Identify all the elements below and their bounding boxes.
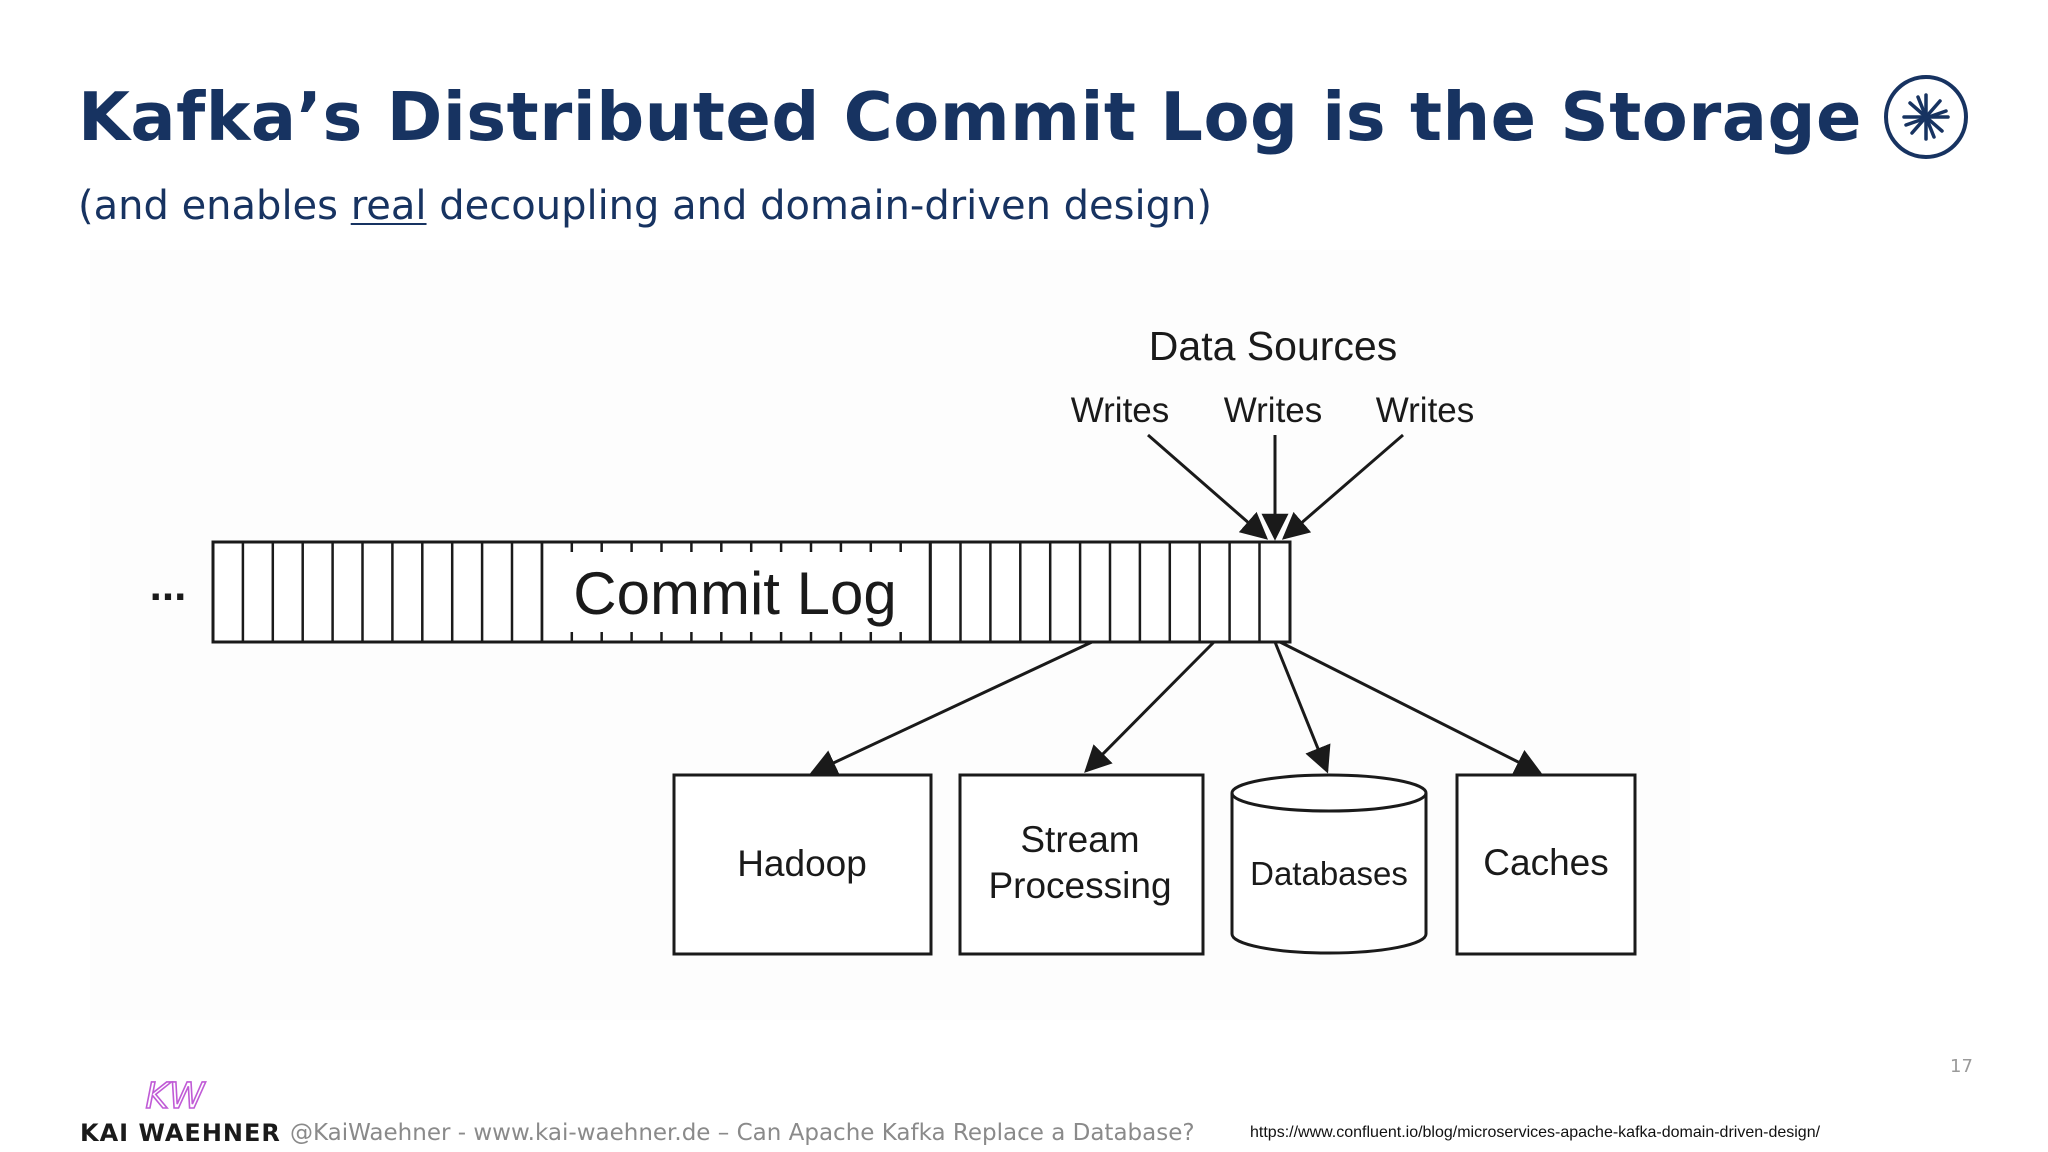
stream-processing-box (958, 773, 1205, 956)
stream-processing-label-line1: Stream (1020, 819, 1139, 860)
subtitle-suffix: decoupling and domain-driven design) (426, 183, 1212, 229)
page-number: 17 (1950, 1056, 1973, 1077)
hadoop-label: Hadoop (737, 843, 867, 884)
log-ellipsis: ... (150, 561, 187, 610)
write-arrow-1 (1147, 433, 1269, 540)
caches-box (1455, 773, 1637, 956)
slide-title: Kafka’s Distributed Commit Log is the St… (78, 78, 1862, 156)
read-arrow-stream-processing (1084, 640, 1216, 773)
brand-name: KAI WAEHNER (80, 1119, 281, 1147)
kw-logo-icon: KW (145, 1075, 207, 1116)
subtitle-emphasis: real (350, 183, 427, 229)
hadoop-box (672, 773, 933, 956)
data-sources-label: Data Sources (1149, 323, 1397, 369)
stream-processing-label-line2: Processing (988, 865, 1171, 906)
read-arrow-hadoop (809, 640, 1093, 775)
read-arrow-databases (1273, 641, 1331, 774)
caches-label: Caches (1483, 842, 1608, 883)
source-link[interactable]: https://www.confluent.io/blog/microservi… (1250, 1124, 1821, 1141)
write-arrow-3 (1281, 433, 1404, 540)
confluent-logo-icon (1884, 75, 1968, 159)
slide-subtitle: (and enables real decoupling and domain-… (78, 178, 1212, 234)
writes-label-2: Writes (1224, 391, 1323, 430)
subtitle-prefix: (and enables (78, 183, 351, 229)
databases-cylinder (1230, 773, 1428, 955)
writes-label-3: Writes (1376, 391, 1475, 430)
read-arrow-caches (1279, 640, 1543, 775)
databases-label: Databases (1250, 855, 1408, 892)
writes-label-1: Writes (1071, 391, 1170, 430)
commit-log-label: Commit Log (573, 560, 896, 627)
footer-tagline: @KaiWaehner - www.kai-waehner.de – Can A… (290, 1120, 1195, 1146)
kw-logo-text: KW (145, 1076, 206, 1116)
